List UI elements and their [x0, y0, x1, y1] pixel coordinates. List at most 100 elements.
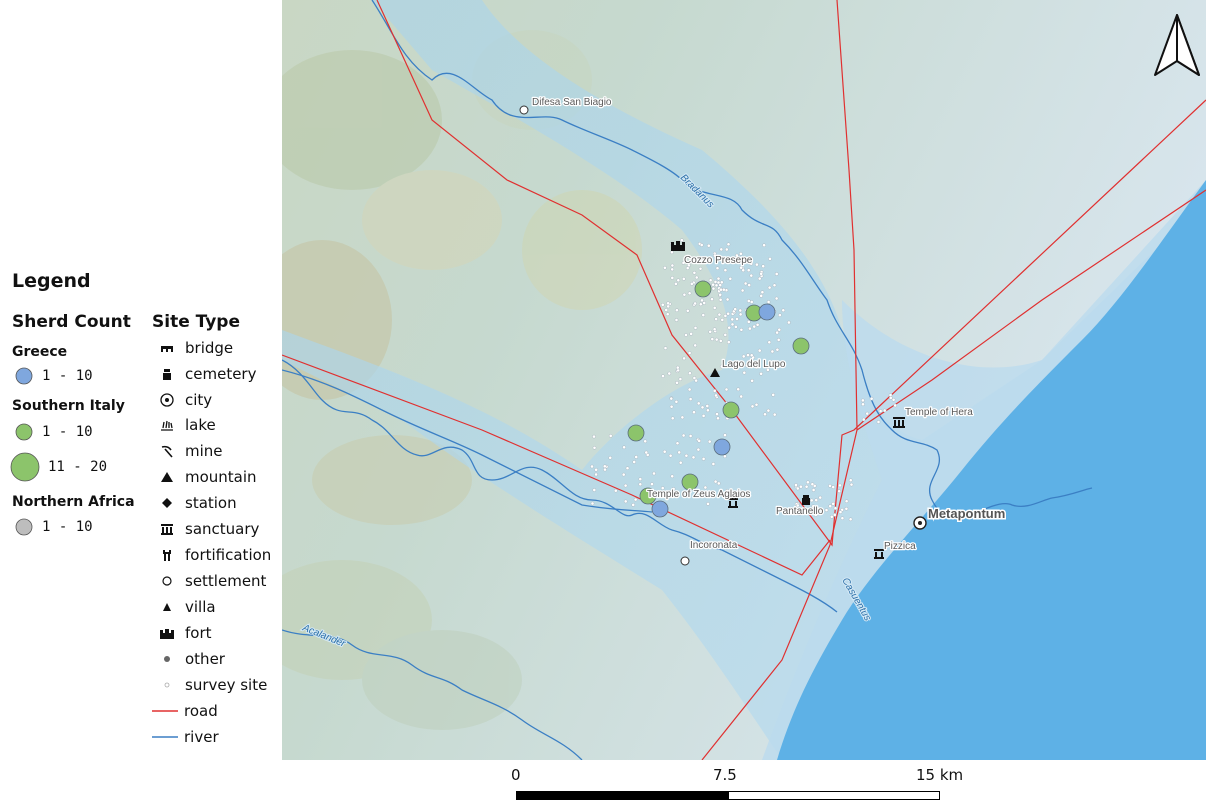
survey-site-dot [675, 308, 679, 313]
survey-site-dot [694, 275, 699, 280]
sherd-circle-southern-italy [639, 487, 657, 505]
site-type-row: fort [155, 621, 212, 645]
settlement-marker-incoronata [680, 556, 690, 566]
survey-site-dot [767, 340, 772, 345]
survey-site-dot [675, 365, 680, 370]
survey-site-dot [828, 484, 832, 488]
map-frame[interactable]: Difesa San Biagio Cozzo Presepe Lago del… [282, 0, 1206, 760]
survey-site-dot [810, 482, 815, 487]
survey-site-dot [689, 332, 693, 336]
survey-site-dot [747, 283, 752, 287]
survey-site-dot [730, 317, 735, 322]
survey-site-dot [592, 434, 596, 439]
survey-site-dot [736, 387, 741, 392]
survey-site-dot [643, 439, 648, 444]
survey-site-dot [818, 495, 823, 500]
survey-site-dot [701, 414, 706, 418]
site-type-row: fortification [155, 543, 271, 567]
survey-site-dot [708, 278, 713, 283]
mountain-marker-lago [710, 368, 720, 377]
survey-site-dot [700, 298, 704, 303]
site-type-row: mountain [155, 465, 257, 489]
mine-icon [155, 439, 179, 463]
survey-site-dot [674, 282, 678, 286]
survey-site-dot [705, 404, 710, 408]
survey-site-dot [688, 434, 693, 438]
survey-site-dot [663, 265, 667, 270]
scale-label-mid: 7.5 [713, 766, 737, 784]
survey-site-dot [740, 288, 745, 293]
survey-site-dot [772, 283, 777, 288]
greece-circle-icon [12, 364, 36, 388]
site-type-row: villa [155, 595, 216, 619]
survey-site-dot [693, 343, 698, 348]
survey-site-dot [742, 370, 747, 375]
label-difesa: Difesa San Biagio [532, 97, 612, 108]
survey-site-dot [744, 363, 749, 368]
survey-site-dot [687, 291, 692, 296]
survey-site-dot [750, 404, 755, 409]
survey-site-dot [701, 313, 706, 317]
river-bradanus [371, 0, 1093, 519]
survey-site-dot [697, 439, 702, 443]
survey-site-dot [719, 364, 724, 369]
survey-site-dot [787, 320, 791, 325]
site-type-label: mountain [185, 468, 257, 486]
survey-site-dot [670, 474, 675, 479]
place-markers [519, 105, 927, 566]
survey-site-dot [602, 464, 607, 469]
survey-site-dot [741, 354, 746, 359]
survey-site-dot [838, 510, 843, 514]
survey-site-dot [712, 306, 717, 310]
river-casuentus [282, 359, 838, 613]
mountain-icon [155, 465, 179, 489]
survey-site-dot [716, 280, 721, 285]
survey-site-dot [750, 378, 754, 383]
survey-site-dot [882, 408, 887, 413]
survey-site-dot [766, 368, 770, 372]
survey-site-dot [713, 280, 718, 284]
survey-site-dot [749, 261, 754, 266]
survey-site-dot [603, 467, 607, 472]
site-type-label: fort [185, 624, 212, 642]
survey-site-dot [687, 387, 692, 392]
city-icon [155, 388, 179, 412]
label-lago: Lago del Lupo [722, 359, 786, 370]
survey-site-dot [713, 479, 718, 484]
survey-site-dot [681, 433, 686, 438]
road-2 [836, 0, 858, 431]
survey-site-dot [733, 307, 738, 312]
station-icon [155, 491, 179, 515]
survey-site-dot [660, 302, 665, 307]
site-type-label: lake [185, 416, 216, 434]
survey-site-dot [749, 353, 754, 358]
survey-site-dot [685, 308, 690, 313]
greece-class-row: 1 - 10 [12, 364, 93, 388]
survey-site-dot [759, 371, 763, 376]
site-type-row: sanctuary [155, 517, 259, 541]
survey-site-dot [757, 276, 762, 281]
survey-site-dot [623, 499, 628, 504]
survey-site-dot [710, 337, 715, 341]
survey-site-dot [715, 412, 719, 416]
survey-site-dot [801, 509, 806, 514]
survey-site-dot [625, 466, 630, 471]
survey-site-dot [713, 253, 717, 258]
survey-site-dot [698, 266, 703, 271]
survey-site-dot [699, 243, 704, 247]
survey-site-dot [768, 360, 773, 364]
survey-site-dot [670, 263, 675, 268]
southern-italy-small-circle-icon [12, 420, 36, 444]
map-canvas[interactable]: Difesa San Biagio Cozzo Presepe Lago del… [282, 0, 1206, 760]
survey-site-dot [694, 378, 698, 383]
survey-site-dot [838, 483, 842, 488]
survey-site-dot [735, 317, 739, 321]
survey-site-dot [893, 403, 898, 408]
survey-site-dot [638, 477, 643, 481]
survey-site-dot [675, 380, 679, 385]
survey-site-dot [703, 485, 708, 490]
survey-site-dot [755, 262, 759, 267]
survey-site-dot [650, 482, 654, 486]
survey-site-dot [743, 281, 748, 286]
survey-site-dot [670, 276, 675, 280]
